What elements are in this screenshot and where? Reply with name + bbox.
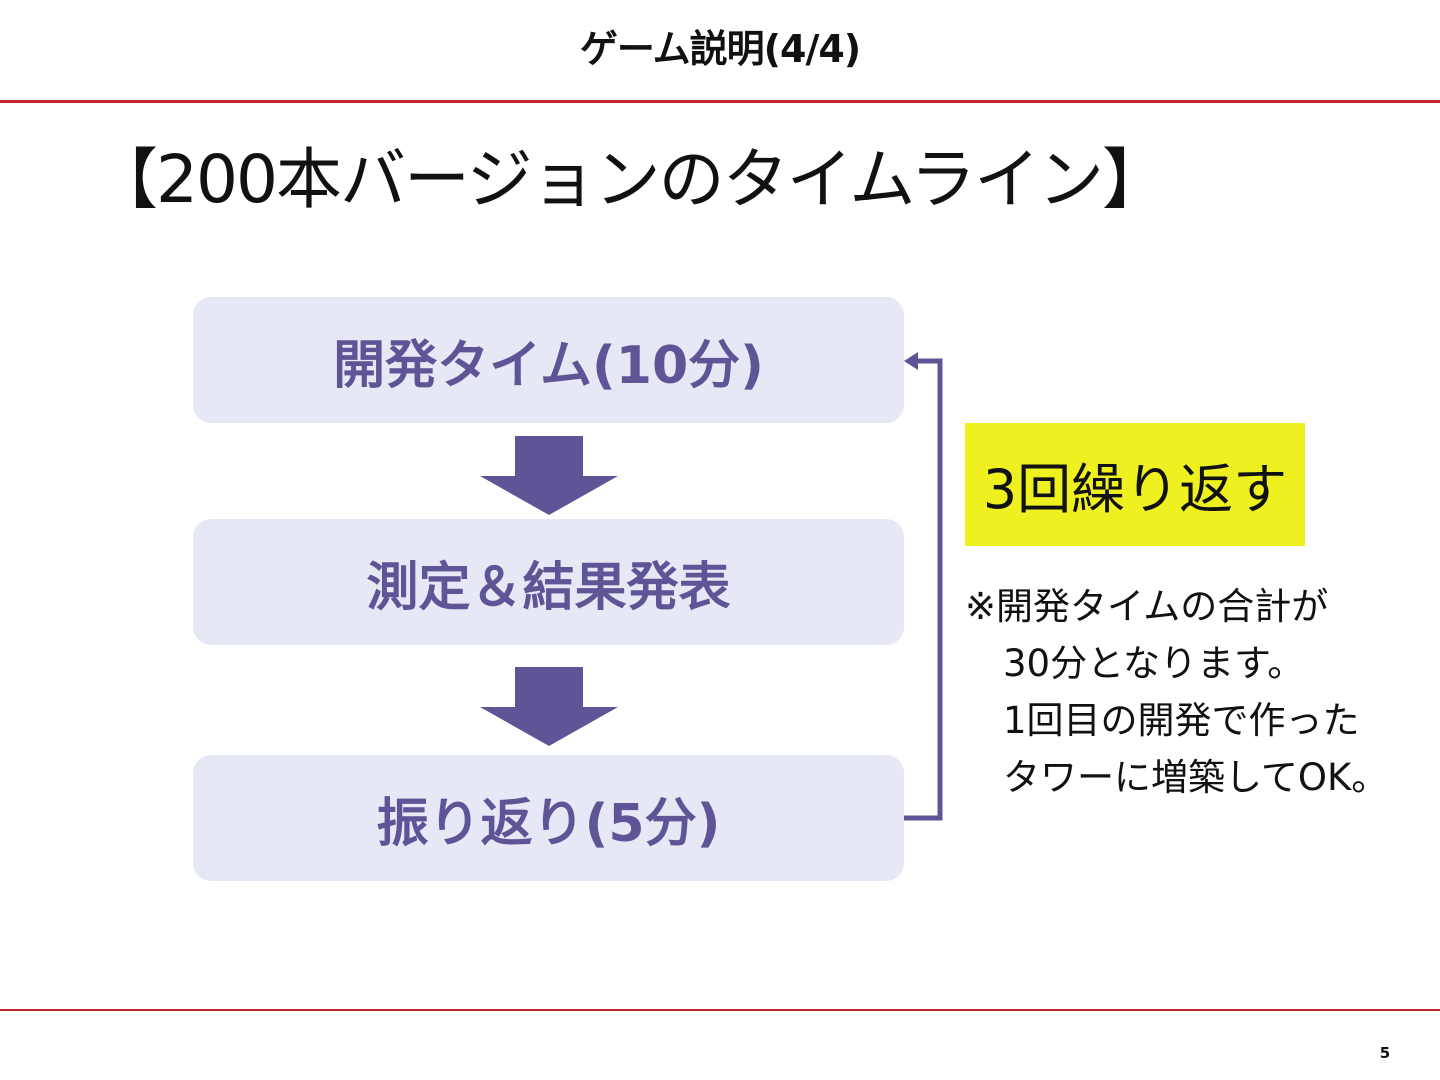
page-number: 5 <box>1379 1044 1391 1062</box>
down-arrow-icon <box>480 436 618 515</box>
top-divider <box>0 100 1440 103</box>
slide-title: ゲーム説明(4/4) <box>579 27 861 71</box>
note-text: ※開発タイムの合計が 30分となります。 1回目の開発で作った タワーに増築して… <box>965 578 1425 806</box>
loop-back-arrow-icon <box>904 352 943 821</box>
bottom-divider <box>0 1009 1440 1011</box>
note-line: タワーに増築してOK。 <box>1003 756 1389 799</box>
note-line: 1回目の開発で作った <box>1003 699 1360 742</box>
repeat-badge: 3回繰り返す <box>965 423 1305 546</box>
step-box-retrospective: 振り返り(5分) <box>193 755 904 881</box>
step-box-development: 開発タイム(10分) <box>193 297 904 423</box>
down-arrow-icon <box>480 667 618 746</box>
main-heading: 【200本バージョンのタイムライン】 <box>92 141 1168 218</box>
note-line: ※開発タイムの合計が <box>965 585 1329 628</box>
step-box-measurement: 測定＆結果発表 <box>193 519 904 645</box>
note-line: 30分となります。 <box>1003 642 1305 685</box>
